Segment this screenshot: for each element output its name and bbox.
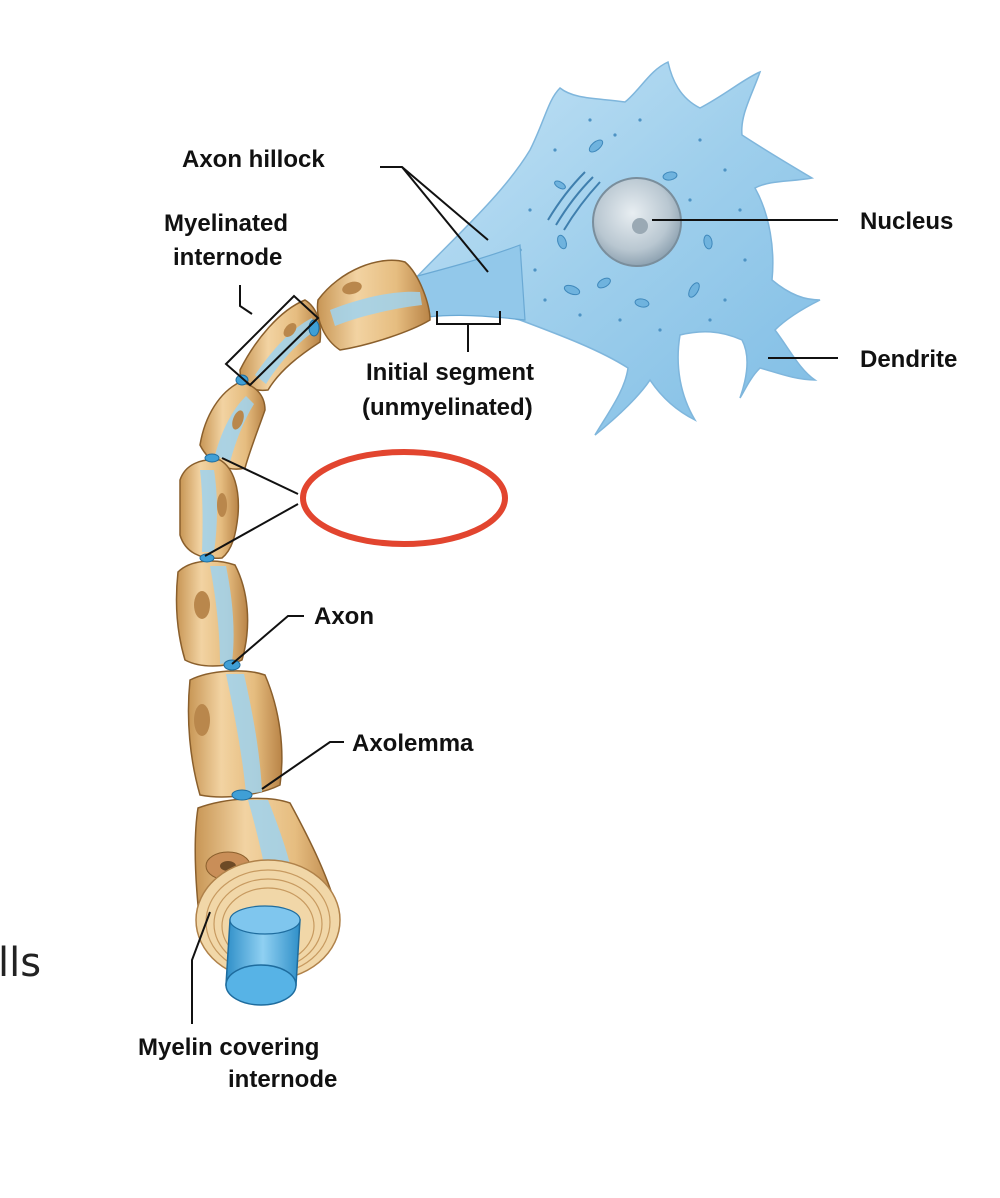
- label-initial-segment-line2: (unmyelinated): [362, 394, 533, 421]
- nucleus: [592, 177, 682, 267]
- label-dendrite: Dendrite: [860, 346, 957, 373]
- cell-body: [394, 60, 821, 436]
- label-myelin-covering-line2: internode: [228, 1066, 337, 1093]
- label-myelinated-internode-line2: internode: [173, 244, 282, 271]
- golgi-apparatus: [547, 171, 601, 231]
- slide-text-fragment: lls: [0, 940, 41, 986]
- myelin-segment: [187, 670, 283, 798]
- leader-lines: [191, 166, 838, 1024]
- myelin-segment: [316, 259, 431, 351]
- label-initial-segment-line1: Initial segment: [366, 359, 534, 386]
- highlight-ring: [300, 449, 508, 547]
- label-axon-hillock: Axon hillock: [182, 146, 325, 173]
- label-nucleus: Nucleus: [860, 208, 953, 235]
- mitochondria: [554, 139, 713, 308]
- myelin-segment: [179, 458, 240, 560]
- label-myelinated-internode-line1: Myelinated: [164, 210, 288, 237]
- label-axolemma: Axolemma: [352, 730, 474, 757]
- myelin-cross-section: [195, 859, 341, 1006]
- myelin-segment: [175, 560, 249, 667]
- label-axon: Axon: [314, 603, 374, 630]
- label-myelin-covering-line1: Myelin covering: [138, 1034, 319, 1061]
- myelin-segment: [199, 381, 266, 470]
